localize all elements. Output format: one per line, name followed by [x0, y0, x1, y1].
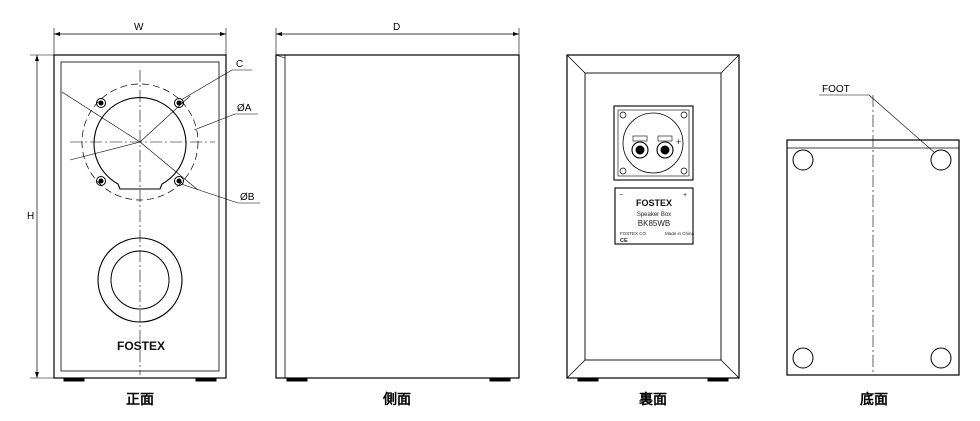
- product-label: − + FOSTEX Speaker Box BK85WB FOSTEX CO.…: [614, 187, 695, 245]
- front-cabinet: [53, 54, 227, 379]
- plus-mark: +: [676, 137, 681, 147]
- label-origin: Made in China: [665, 231, 695, 236]
- back-view: + − + FOSTEX Speaker Box BK85WB FOSTEX C…: [566, 54, 740, 408]
- woofer-hole: [93, 97, 187, 190]
- back-cabinet: [566, 54, 740, 379]
- side-cabinet: [275, 54, 520, 379]
- width-label: W: [134, 22, 144, 33]
- side-view-caption: 側面: [382, 391, 411, 408]
- bass-port: [97, 237, 183, 323]
- hole-b-label: ØB: [240, 192, 255, 203]
- foot-label: FOOT: [822, 84, 850, 95]
- speaker-terminal: +: [613, 105, 694, 181]
- label-plus: +: [683, 192, 687, 199]
- front-view: W H: [27, 22, 260, 408]
- depth-label: D: [393, 22, 400, 33]
- label-model: BK85WB: [638, 219, 670, 228]
- front-logo: FOSTEX: [117, 339, 165, 353]
- label-product-type: Speaker Box: [637, 212, 671, 218]
- screw-label: C: [236, 59, 243, 70]
- foot-icon: [792, 149, 952, 369]
- label-maker: FOSTEX CO.: [620, 231, 647, 236]
- side-view: D 側面: [275, 22, 520, 408]
- screw-icon: [96, 98, 184, 186]
- label-minus: −: [619, 192, 623, 199]
- bottom-view: FOOT 底面: [786, 84, 960, 408]
- bottom-view-caption: 底面: [860, 391, 888, 408]
- label-ce-mark: CE: [620, 238, 628, 244]
- hole-a-label: ØA: [237, 103, 252, 114]
- back-view-caption: 裏面: [638, 391, 667, 408]
- label-brand: FOSTEX: [636, 198, 672, 208]
- front-view-caption: 正面: [126, 392, 154, 408]
- height-label: H: [27, 211, 34, 222]
